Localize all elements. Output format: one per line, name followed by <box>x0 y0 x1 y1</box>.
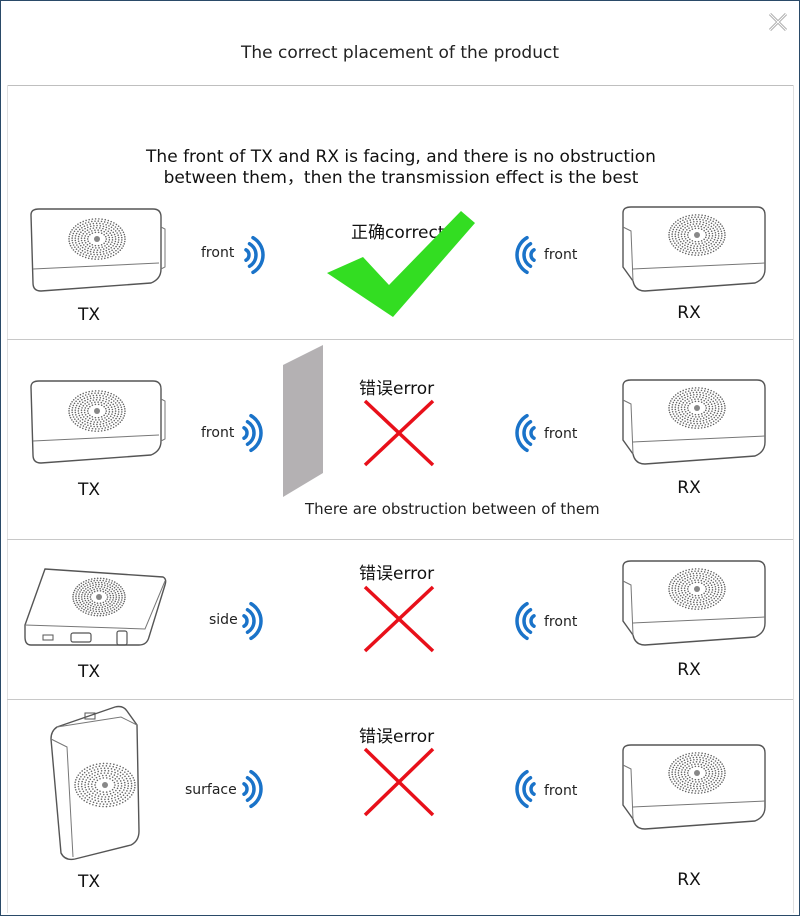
tx-direction-label: surface <box>185 782 237 798</box>
signal-wave-icon <box>242 413 263 453</box>
row-divider <box>7 339 793 340</box>
status-label: 错误error <box>359 727 435 747</box>
tx-direction-label: front <box>201 425 235 441</box>
rx-direction-label: front <box>544 426 578 442</box>
tx-label: TX <box>77 480 101 500</box>
rx-device-icon <box>622 379 766 465</box>
rx-label: RX <box>677 660 701 680</box>
obstruction-note: There are obstruction between of them <box>305 500 600 518</box>
tx-direction-label: side <box>209 612 238 628</box>
signal-wave-icon <box>244 235 265 275</box>
tx-direction-label: front <box>201 245 235 261</box>
intro-text: The front of TX and RX is facing, and th… <box>1 147 800 189</box>
status-label: 正确correct <box>351 223 445 243</box>
signal-wave-icon <box>515 235 536 275</box>
tx-device-icon <box>30 380 166 464</box>
signal-wave-icon <box>242 769 263 809</box>
row-divider <box>7 539 793 540</box>
tx-device-icon <box>50 705 140 861</box>
cross-icon <box>363 399 435 467</box>
signal-wave-icon <box>515 413 536 453</box>
rx-label: RX <box>677 870 701 890</box>
rx-device-icon <box>622 744 766 830</box>
cross-icon <box>363 585 435 653</box>
obstruction-wall <box>283 345 323 497</box>
tx-label: TX <box>77 662 101 682</box>
rx-direction-label: front <box>544 614 578 630</box>
intro-line-2: between them，then the transmission effec… <box>163 168 639 188</box>
tx-device-icon <box>30 208 166 292</box>
intro-line-1: The front of TX and RX is facing, and th… <box>146 147 656 167</box>
status-label: 错误error <box>359 379 435 399</box>
title-divider <box>7 85 793 86</box>
check-icon <box>327 211 475 317</box>
row-divider <box>7 699 793 700</box>
rx-direction-label: front <box>544 247 578 263</box>
signal-wave-icon <box>515 601 536 641</box>
cross-icon <box>363 747 435 817</box>
rx-label: RX <box>677 478 701 498</box>
signal-wave-icon <box>515 769 536 809</box>
dialog-title: The correct placement of the product <box>240 43 560 63</box>
left-border <box>7 85 8 913</box>
rx-direction-label: front <box>544 783 578 799</box>
close-icon[interactable] <box>765 9 791 35</box>
signal-wave-icon <box>242 601 263 641</box>
tx-label: TX <box>77 872 101 892</box>
tx-label: TX <box>77 305 101 325</box>
right-border <box>793 85 794 913</box>
rx-label: RX <box>677 303 701 323</box>
rx-device-icon <box>622 560 766 646</box>
status-label: 错误error <box>359 564 435 584</box>
rx-device-icon <box>622 206 766 292</box>
tx-device-icon <box>24 568 167 646</box>
